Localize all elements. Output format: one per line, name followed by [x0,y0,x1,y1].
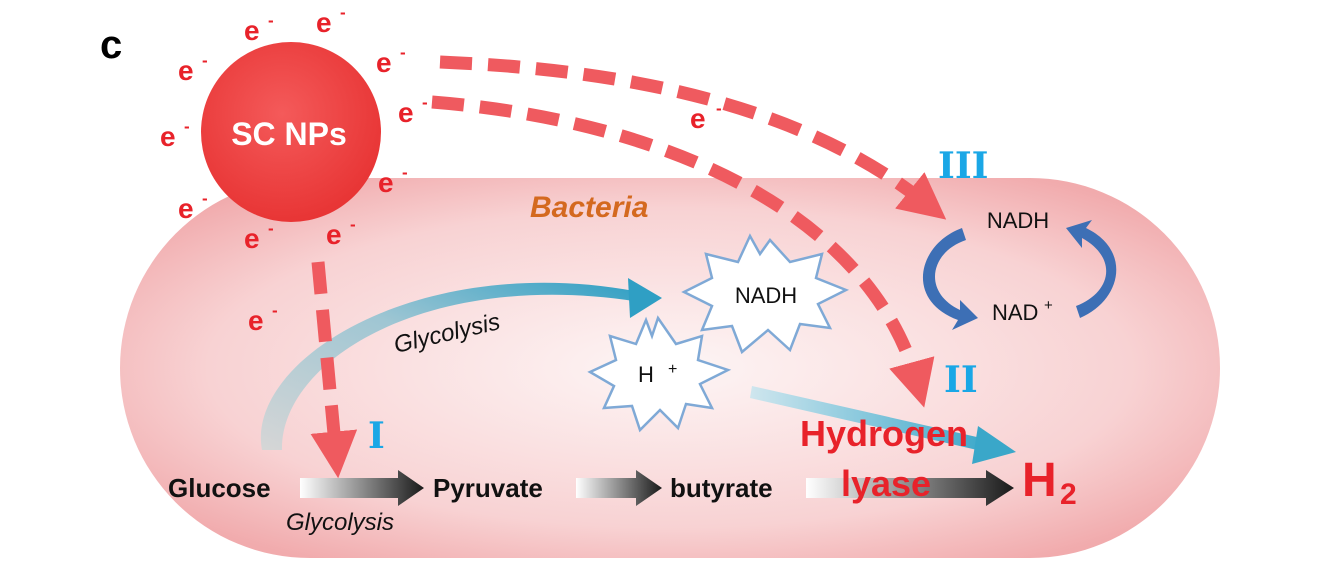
svg-text:-: - [422,93,428,112]
electron-route-arrow-I [310,261,358,479]
svg-text:e: e [376,47,392,78]
proton-to-h2-arrowhead [972,426,1016,464]
svg-text:-: - [202,51,208,70]
nadh-starburst-label: NADH [735,283,797,308]
svg-text:H: H [638,362,654,387]
svg-text:e: e [178,193,194,224]
electron-cloud: e- e- e- e- e- e- e- e- e- e- e- e- [160,3,722,336]
cycle-arrow-left [922,228,978,330]
nadh-starburst [681,233,850,355]
svg-text:e: e [378,167,394,198]
proton-starburst [587,315,732,433]
cycle-nadh-label: NADH [987,208,1049,233]
svg-text:-: - [184,117,190,136]
route-label-I: I [368,415,385,457]
svg-text:e: e [248,305,264,336]
svg-text:2: 2 [1060,478,1077,511]
glycolysis-label-bottom: Glycolysis [286,509,394,536]
bacteria-label: Bacteria [530,191,648,224]
svg-text:-: - [268,11,274,30]
svg-text:-: - [272,301,278,320]
svg-text:+: + [1044,297,1053,314]
h2-product: H 2 [1022,454,1077,511]
cycle-nad-label: NAD + [992,297,1053,325]
svg-text:NAD: NAD [992,300,1038,325]
electron: e- [316,3,346,38]
svg-text:-: - [202,189,208,208]
electron: e- [244,219,274,254]
enzyme-label-line2: lyase [841,463,931,504]
svg-text:e: e [690,103,706,134]
electron: e- [398,93,428,128]
cycle-arrow-right [1066,220,1117,318]
svg-text:H: H [1022,454,1057,507]
glycolysis-arc-head [628,278,662,318]
arrow-butyrate-h2 [806,470,1014,506]
electron-route-arrow-III [439,55,947,220]
enzyme-label-line1: Hydrogen [800,413,968,454]
proton-to-h2-arrow [750,386,990,452]
route-label-II: II [944,359,978,401]
electron: e- [178,189,208,224]
panel-label: c [100,23,122,67]
electron: e- [378,163,408,198]
svg-text:e: e [244,223,260,254]
pyruvate-label: Pyruvate [433,473,543,503]
svg-text:e: e [244,15,260,46]
svg-text:e: e [160,121,176,152]
svg-text:e: e [398,97,414,128]
svg-text:-: - [340,3,346,22]
nanoparticle [201,42,381,222]
butyrate-label: butyrate [670,473,773,503]
proton-starburst-label: H + [638,361,677,387]
electron: e- [326,215,356,250]
electron: e- [376,43,406,78]
route-label-III: III [938,145,989,187]
svg-text:-: - [400,43,406,62]
electron: e- [244,11,274,46]
glucose-label: Glucose [168,473,271,503]
svg-text:-: - [402,163,408,182]
svg-text:e: e [316,7,332,38]
svg-text:e: e [178,55,194,86]
electron: e- [248,301,278,336]
arrow-glucose-pyruvate [300,470,424,506]
electron: e- [690,99,722,134]
nadh-cycle: NADH NAD + [922,208,1117,330]
svg-text:-: - [350,215,356,234]
svg-text:+: + [668,361,677,378]
nanoparticle-label: SC NPs [231,116,347,152]
svg-text:-: - [268,219,274,238]
svg-text:-: - [716,99,722,118]
arrow-pyruvate-butyrate [576,470,662,506]
electron: e- [160,117,190,152]
svg-text:e: e [326,219,342,250]
electron: e- [178,51,208,86]
